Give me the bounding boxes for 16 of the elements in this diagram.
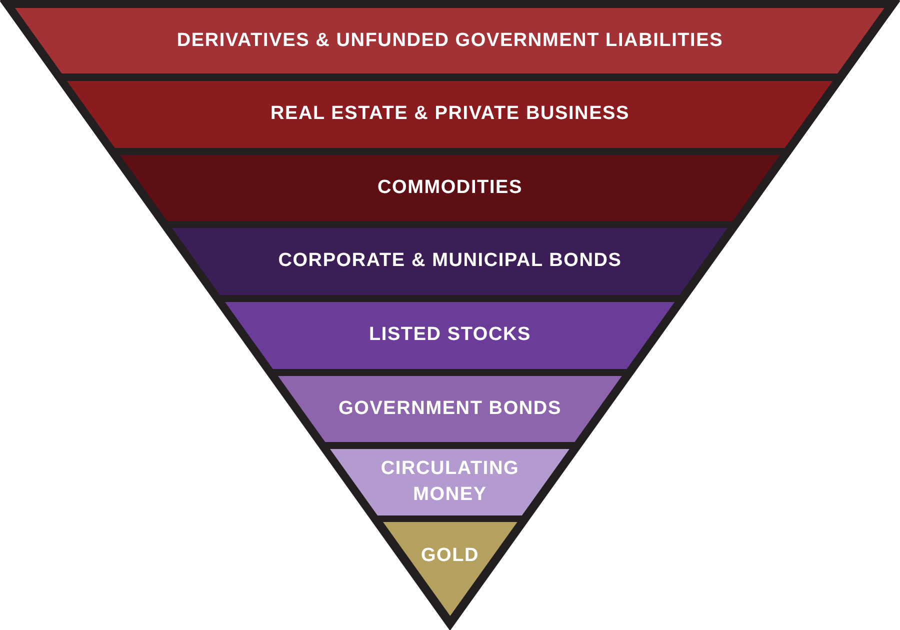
pyramid-tier <box>225 302 675 368</box>
tier-label: DERIVATIVES & UNFUNDED GOVERNMENT LIABILITIES <box>176 28 724 53</box>
tier-label: GOVERNMENT BONDS <box>338 396 562 420</box>
pyramid-tier <box>120 154 780 220</box>
pyramid-tier <box>15 8 885 74</box>
pyramid-tier <box>278 376 622 442</box>
tier-label: COMMODITIES <box>378 176 522 200</box>
pyramid-tier <box>172 228 728 294</box>
pyramid-tier <box>67 80 833 148</box>
tier-label: GOLD <box>420 544 480 568</box>
tier-label: CORPORATE & MUNICIPAL BONDS <box>278 249 622 273</box>
pyramid-tier <box>382 522 518 616</box>
tier-label: REAL ESTATE & PRIVATE BUSINESS <box>270 102 630 126</box>
tier-label: CIRCULATING MONEY <box>380 456 520 507</box>
tier-label: LISTED STOCKS <box>368 323 532 347</box>
pyramid-tier <box>330 448 570 515</box>
